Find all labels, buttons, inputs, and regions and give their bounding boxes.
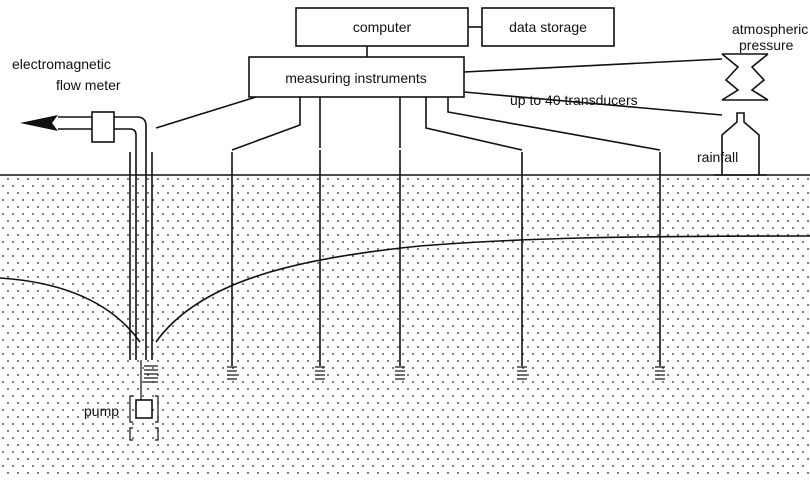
ground-area xyxy=(0,175,810,478)
piezometer-tubes xyxy=(231,150,661,366)
pipe-bend-inner xyxy=(114,128,137,360)
pressure-label: pressure xyxy=(739,37,794,53)
rain-gauge-icon xyxy=(714,112,767,176)
computer-label: computer xyxy=(353,19,412,35)
well-screen-icon xyxy=(144,365,158,383)
discharge-arrow-icon xyxy=(20,115,58,131)
pipe-bend-outer xyxy=(114,116,147,360)
flow-meter-icon xyxy=(91,111,115,143)
rainfall-label: rainfall xyxy=(697,149,738,165)
water-table-curve xyxy=(0,235,810,343)
measuring-instruments-box: measuring instruments xyxy=(248,56,465,98)
pump-label: pump xyxy=(84,403,119,419)
transducer-tips xyxy=(227,366,665,380)
atmospheric-label: atmospheric xyxy=(732,21,808,37)
pump-icon xyxy=(129,395,159,441)
data-storage-box: data storage xyxy=(481,7,615,47)
data-storage-label: data storage xyxy=(509,19,587,35)
transducer-cables xyxy=(155,58,723,151)
flow-meter-label: flow meter xyxy=(56,77,121,93)
atmospheric-pressure-icon xyxy=(721,53,769,101)
measuring-instruments-label: measuring instruments xyxy=(285,70,427,86)
computer-box: computer xyxy=(295,7,469,47)
electromagnetic-label: electromagnetic xyxy=(12,56,111,72)
